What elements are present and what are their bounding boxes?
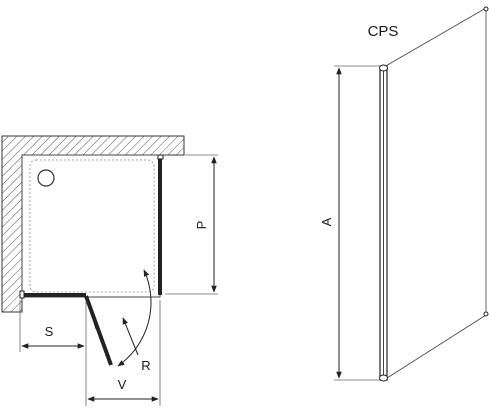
dim-s-label: S [45,324,54,339]
shower-tray-inner [29,159,155,293]
dim-r-label: R [141,358,150,373]
wall-profile [19,290,25,299]
plan-view: P S V R [1,135,218,406]
panel-bottom-edge [383,314,487,381]
panel-top-edge [383,7,487,68]
front-fixed-segment [22,293,86,297]
profile-cap-top [379,64,388,72]
panel-title: CPS [368,23,399,40]
wall-profile [157,154,164,160]
profile-cap-bottom [379,374,388,382]
door-swing-arc [117,269,152,367]
radius-line [122,317,139,356]
dim-p-label: P [194,221,209,230]
profile-cap-back-top [483,6,489,12]
drain-icon [37,169,55,187]
side-panel [158,157,162,295]
dim-a-label: A [319,217,334,226]
dim-v-label: V [118,377,127,392]
wall-hatch [1,135,185,313]
door-leaf [84,295,113,366]
profile-cap-back-bottom [483,311,489,317]
elevation-view: CPS A [319,6,489,382]
door-pivot-line [85,295,97,330]
